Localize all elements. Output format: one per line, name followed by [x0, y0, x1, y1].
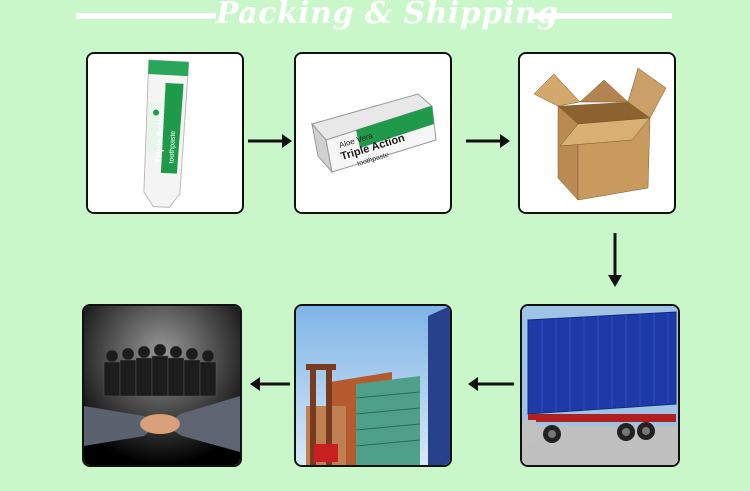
arrow-left-icon: [468, 377, 514, 391]
header-rule-right: [532, 13, 672, 19]
handshake-image: [84, 306, 240, 465]
container-truck-image: [522, 306, 678, 465]
arrow-left-icon: [250, 377, 290, 391]
tube-label-text: Triple Action: [153, 108, 166, 163]
container-port-image: [296, 306, 450, 465]
arrow-right-icon: [248, 134, 292, 148]
arrow-down-icon: [608, 233, 622, 287]
page-header: Packing & Shipping: [0, 0, 750, 34]
arrow-right-icon: [466, 134, 510, 148]
cardboard-box-image: [520, 54, 674, 212]
step-card-handshake: [82, 304, 242, 467]
step-card-box: Aloe Vera Triple Action toothpaste: [294, 52, 452, 214]
header-rule-left: [76, 13, 216, 19]
tube-sub-label-text: toothpaste: [168, 130, 177, 163]
toothpaste-box-image: Aloe Vera Triple Action toothpaste: [296, 54, 450, 212]
step-card-tube: Triple Action toothpaste: [86, 52, 244, 214]
page-title: Packing & Shipping: [216, 0, 559, 31]
toothpaste-tube-image: Triple Action toothpaste: [88, 54, 242, 212]
step-card-carton: [518, 52, 676, 214]
step-card-port: [294, 304, 452, 467]
step-card-truck: [520, 304, 680, 467]
